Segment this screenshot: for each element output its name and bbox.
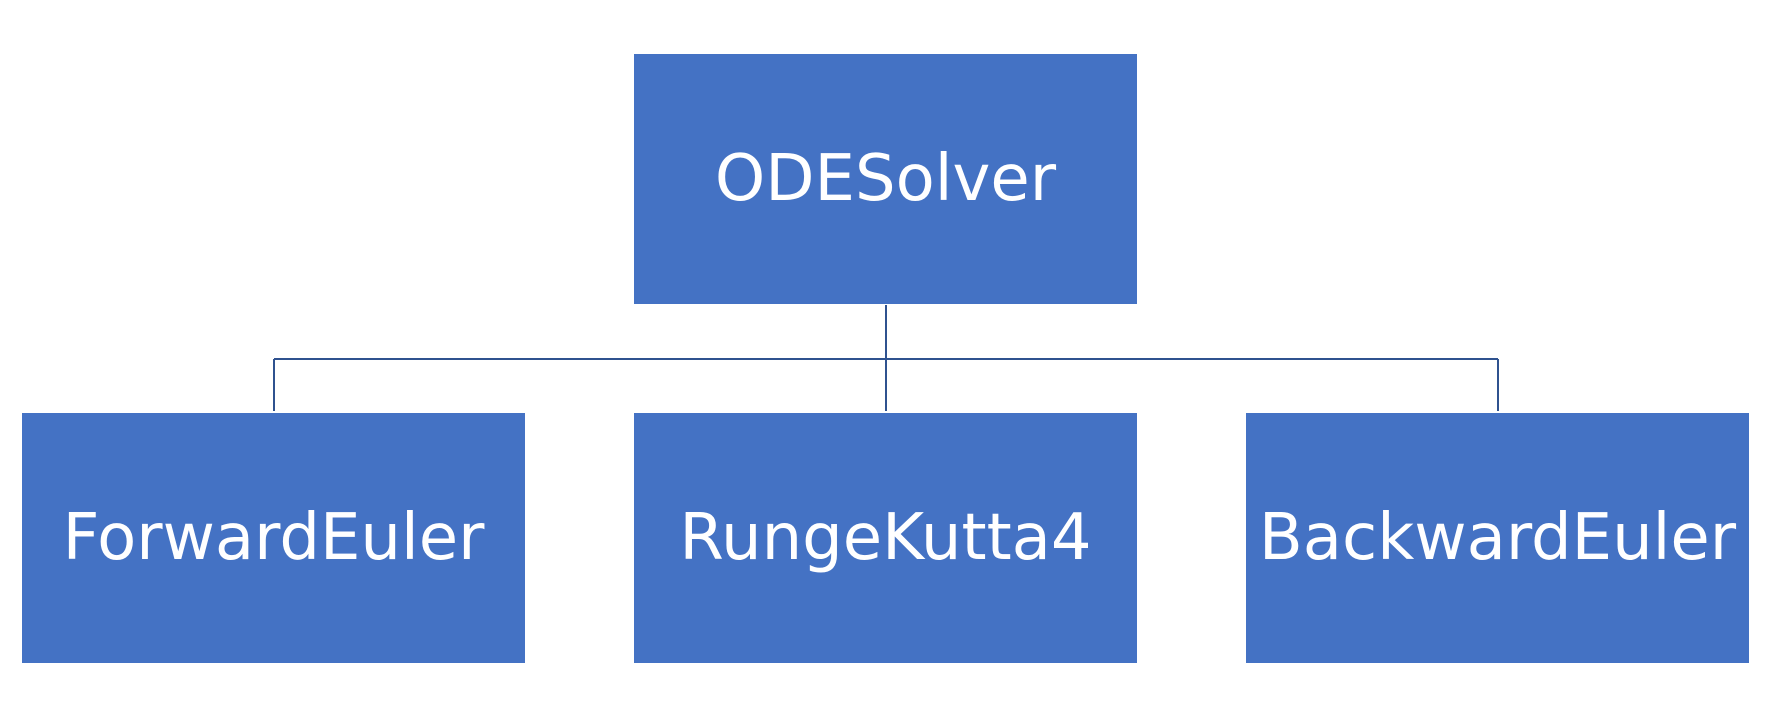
- node-backwardeuler: BackwardEuler: [1246, 413, 1749, 663]
- node-rungekutta4: RungeKutta4: [634, 413, 1137, 663]
- node-forwardeuler: ForwardEuler: [22, 413, 525, 663]
- node-label-forwardeuler: ForwardEuler: [62, 501, 485, 575]
- node-label-backwardeuler: BackwardEuler: [1258, 501, 1737, 575]
- node-label-odesolver: ODESolver: [714, 142, 1057, 216]
- node-label-rungekutta4: RungeKutta4: [679, 501, 1092, 575]
- node-odesolver: ODESolver: [634, 54, 1137, 304]
